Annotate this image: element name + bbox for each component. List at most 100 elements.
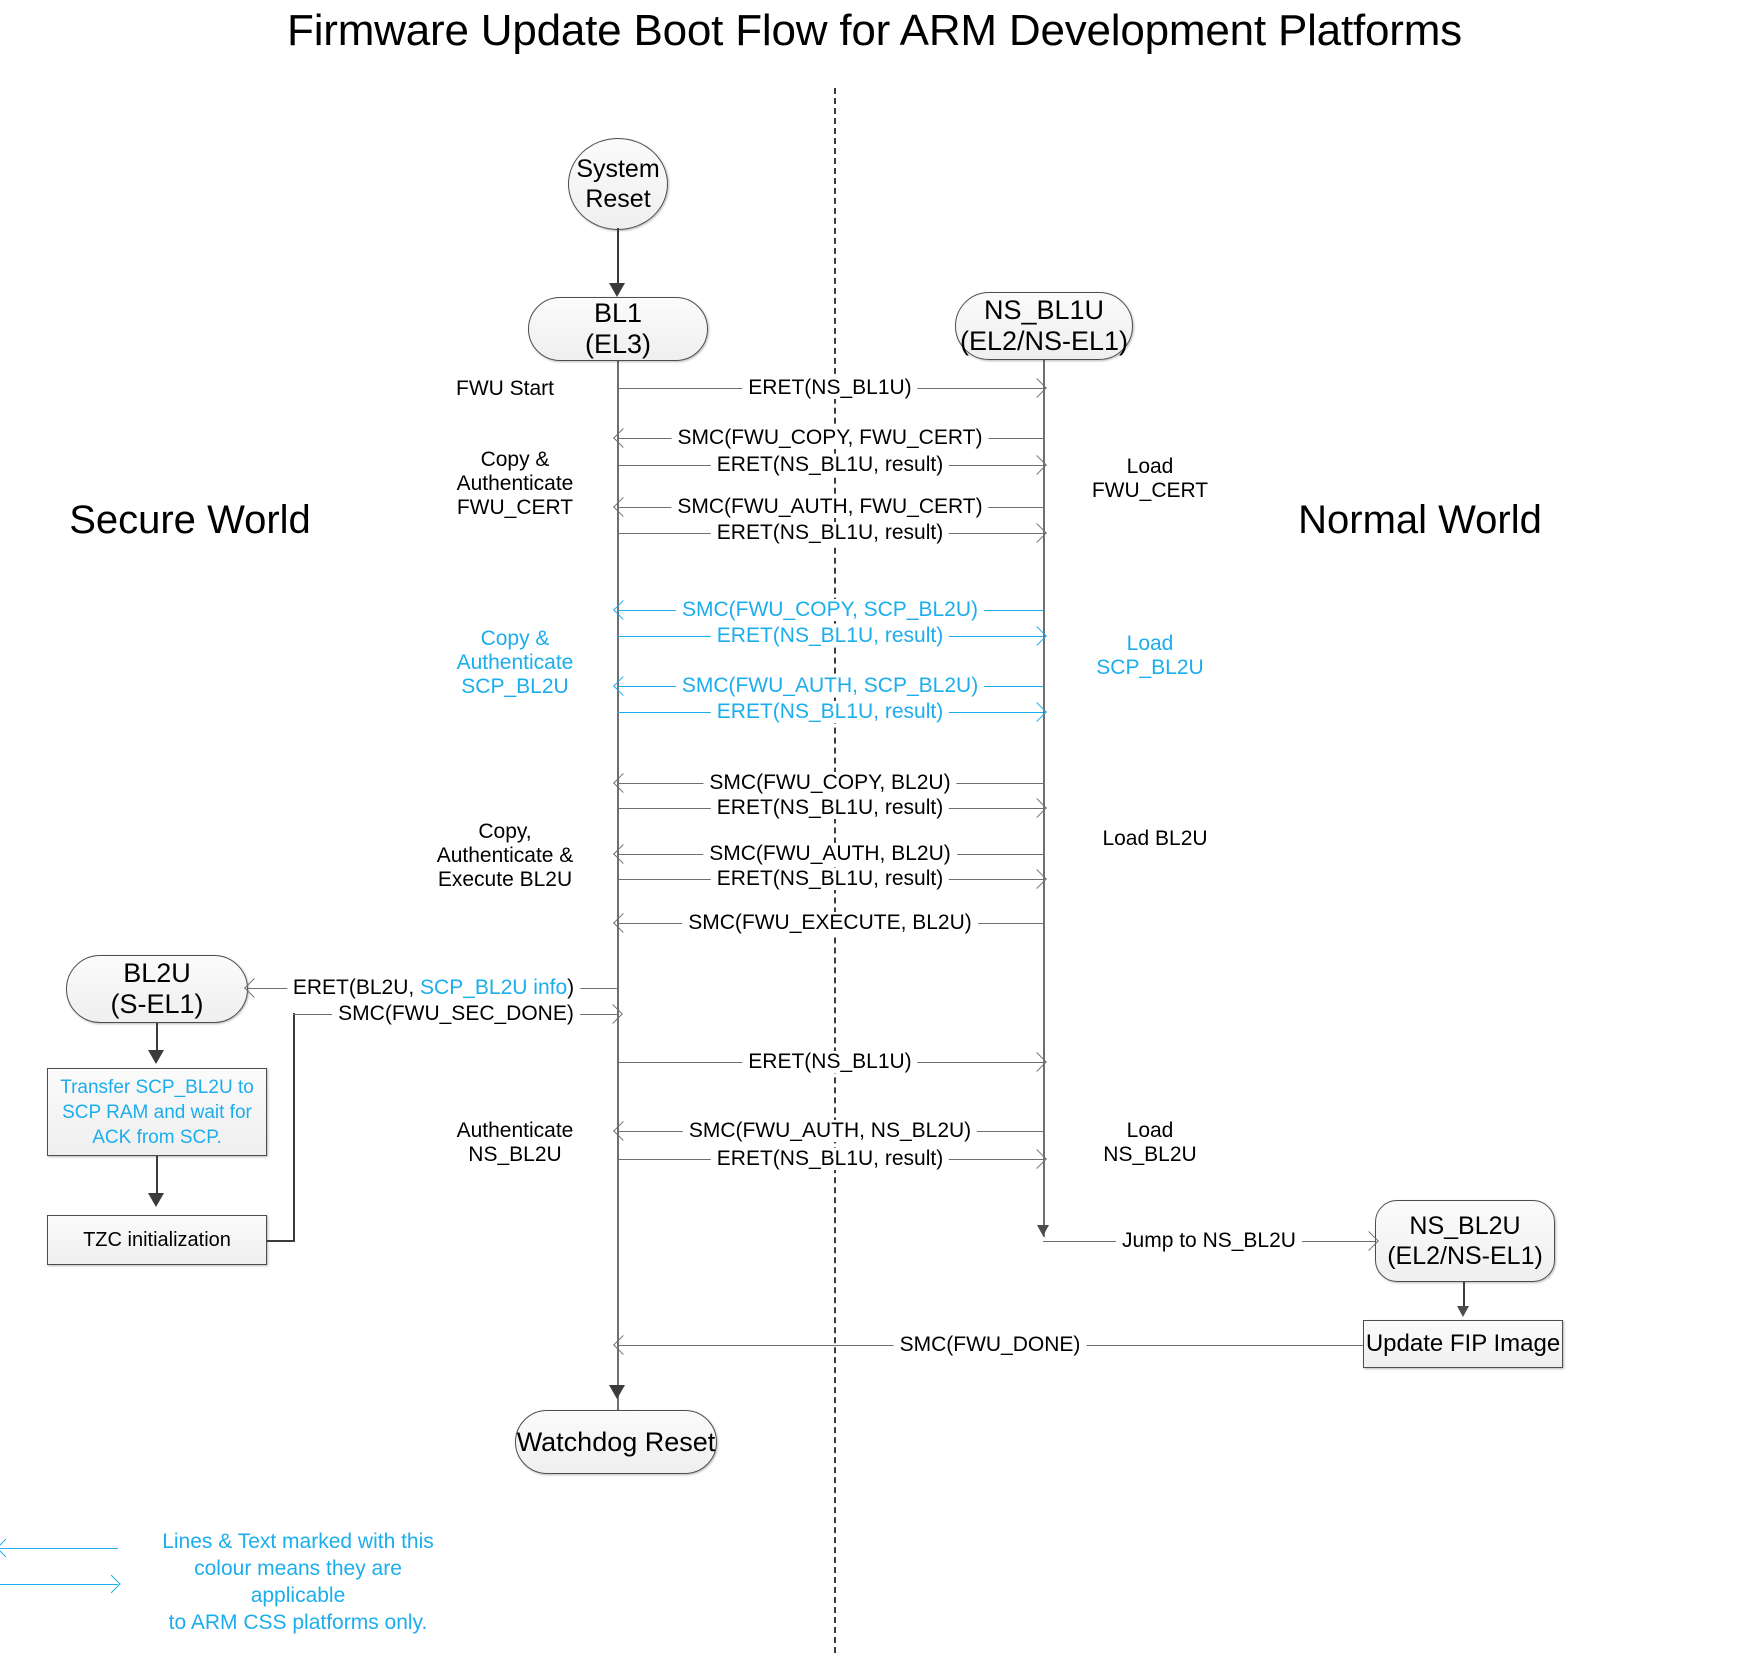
node-ns-bl2u[interactable]: NS_BL2U (EL2/NS-EL1) xyxy=(1375,1200,1555,1282)
arrowhead-m6 xyxy=(613,600,633,620)
note-copy-auth-cert-line1: Copy & xyxy=(480,448,550,471)
node-system-reset[interactable]: System Reset xyxy=(568,138,668,230)
arrowhead-smc-sec-done xyxy=(603,1004,623,1024)
message-m6-label: SMC(FWU_COPY, SCP_BL2U) xyxy=(675,599,985,621)
secure-world-label: Secure World xyxy=(60,495,320,545)
message-m17-label: ERET(NS_BL1U, result) xyxy=(710,1148,950,1170)
arrowhead-nsbl2u-to-fip xyxy=(1457,1306,1469,1317)
lifeline-bl1 xyxy=(617,361,619,1413)
message-m7[interactable]: ERET(NS_BL1U, result) xyxy=(617,625,1047,647)
connector-tzc-elbow-v xyxy=(293,1013,295,1242)
note-auth-nsbl2u-line2: NS_BL2U xyxy=(468,1143,562,1166)
box-tzc-initialization[interactable]: TZC initialization xyxy=(47,1215,267,1265)
arrowhead-eret-bl2u xyxy=(244,978,264,998)
arrowhead-m8 xyxy=(613,676,633,696)
message-smc-sec-done[interactable]: SMC(FWU_SEC_DONE) xyxy=(293,1003,623,1025)
note-load-nsbl2u-line2: NS_BL2U xyxy=(1103,1143,1197,1166)
message-m18-label: SMC(FWU_DONE) xyxy=(893,1334,1087,1356)
node-ns-bl1u[interactable]: NS_BL1U (EL2/NS-EL1) xyxy=(955,292,1133,360)
secure-world-line1: Secure xyxy=(69,498,196,542)
message-smc-sec-done-label: SMC(FWU_SEC_DONE) xyxy=(332,1003,580,1025)
message-m1[interactable]: ERET(NS_BL1U) xyxy=(617,377,1047,399)
message-m12[interactable]: SMC(FWU_AUTH, BL2U) xyxy=(613,843,1043,865)
node-ns-bl1u-line1: NS_BL1U xyxy=(983,295,1105,325)
note-auth-nsbl2u-line1: Authenticate xyxy=(456,1119,574,1142)
message-m9[interactable]: ERET(NS_BL1U, result) xyxy=(617,701,1047,723)
arrowhead-nsbl1u-jump xyxy=(1037,1225,1049,1236)
message-m18[interactable]: SMC(FWU_DONE) xyxy=(613,1334,1363,1356)
legend-text-line3: to ARM CSS platforms only. xyxy=(168,1611,428,1634)
note-load-scp-bl2u: Load SCP_BL2U xyxy=(1060,632,1240,680)
legend-line-left xyxy=(0,1548,118,1549)
message-jump-to-nsbl2u[interactable]: Jump to NS_BL2U xyxy=(1043,1230,1379,1252)
note-fwu-start-line1: FWU Start xyxy=(456,377,554,400)
message-m8[interactable]: SMC(FWU_AUTH, SCP_BL2U) xyxy=(613,675,1043,697)
arrowhead-m2 xyxy=(613,428,633,448)
secure-world-line2: World xyxy=(207,498,311,542)
eret-bl2u-css-part: SCP_BL2U info xyxy=(420,976,568,999)
message-m5[interactable]: ERET(NS_BL1U, result) xyxy=(617,522,1047,544)
note-copy-auth-scp-line3: SCP_BL2U xyxy=(461,675,569,698)
message-m16[interactable]: SMC(FWU_AUTH, NS_BL2U) xyxy=(613,1120,1043,1142)
box-update-fip-label: Update FIP Image xyxy=(1365,1330,1561,1357)
node-bl2u-line1: BL2U xyxy=(123,958,191,988)
node-watchdog-reset-label: Watchdog Reset xyxy=(516,1426,716,1457)
eret-bl2u-prefix: ERET(BL2U, xyxy=(292,976,421,999)
message-m17[interactable]: ERET(NS_BL1U, result) xyxy=(617,1148,1047,1170)
normal-world-line2: World xyxy=(1438,498,1542,542)
message-m10[interactable]: SMC(FWU_COPY, BL2U) xyxy=(613,772,1043,794)
message-m3[interactable]: ERET(NS_BL1U, result) xyxy=(617,454,1047,476)
note-load-fwu-cert: Load FWU_CERT xyxy=(1060,455,1240,503)
message-m11[interactable]: ERET(NS_BL1U, result) xyxy=(617,797,1047,819)
note-copy-auth-cert-line2: Authenticate xyxy=(456,472,574,495)
message-m2-label: SMC(FWU_COPY, FWU_CERT) xyxy=(671,427,989,449)
connector-reset-to-bl1 xyxy=(617,228,619,286)
legend-line-right xyxy=(0,1584,118,1585)
note-authenticate-nsbl2u: Authenticate NS_BL2U xyxy=(420,1119,610,1167)
node-bl1[interactable]: BL1 (EL3) xyxy=(528,297,708,361)
note-copy-auth-exec-line3: Execute BL2U xyxy=(437,868,573,891)
message-m16-label: SMC(FWU_AUTH, NS_BL2U) xyxy=(682,1120,978,1142)
message-m4-label: SMC(FWU_AUTH, FWU_CERT) xyxy=(671,496,989,518)
note-copy-auth-scp-bl2u: Copy & Authenticate SCP_BL2U xyxy=(420,627,610,699)
note-copy-auth-exec-bl2u: Copy, Authenticate & Execute BL2U xyxy=(400,820,610,892)
message-m6[interactable]: SMC(FWU_COPY, SCP_BL2U) xyxy=(613,599,1043,621)
box-transfer-line3: ACK from SCP. xyxy=(92,1126,222,1148)
note-copy-auth-exec-line1: Copy, xyxy=(478,820,532,843)
node-ns-bl2u-line1: NS_BL2U xyxy=(1409,1212,1521,1240)
normal-world-line1: Normal xyxy=(1298,498,1428,542)
arrowhead-bl2u-to-transfer xyxy=(148,1050,164,1064)
arrowhead-m16 xyxy=(613,1121,633,1141)
node-bl1-line1: BL1 xyxy=(593,298,643,328)
message-m13-label: ERET(NS_BL1U, result) xyxy=(710,868,950,890)
message-m9-label: ERET(NS_BL1U, result) xyxy=(710,701,950,723)
note-copy-auth-fwu-cert: Copy & Authenticate FWU_CERT xyxy=(420,448,610,520)
message-m12-label: SMC(FWU_AUTH, BL2U) xyxy=(703,843,957,865)
note-load-cert-line2: FWU_CERT xyxy=(1091,479,1209,502)
node-ns-bl2u-line2: (EL2/NS-EL1) xyxy=(1387,1242,1543,1270)
legend-text-line1: Lines & Text marked with this xyxy=(162,1530,434,1553)
message-m2[interactable]: SMC(FWU_COPY, FWU_CERT) xyxy=(613,427,1043,449)
node-bl2u[interactable]: BL2U (S-EL1) xyxy=(66,955,248,1023)
arrowhead-m18 xyxy=(613,1335,633,1355)
message-m15-label: ERET(NS_BL1U) xyxy=(742,1051,918,1073)
message-eret-bl2u-label: ERET(BL2U, SCP_BL2U info) xyxy=(286,976,581,999)
note-copy-auth-exec-line2: Authenticate & xyxy=(436,844,574,867)
connector-transfer-to-tzc xyxy=(156,1156,158,1196)
message-m14[interactable]: SMC(FWU_EXECUTE, BL2U) xyxy=(613,912,1043,934)
node-watchdog-reset[interactable]: Watchdog Reset xyxy=(515,1410,717,1474)
message-m15[interactable]: ERET(NS_BL1U) xyxy=(617,1051,1047,1073)
arrowhead-bl1-to-watchdog xyxy=(609,1385,625,1399)
message-eret-bl2u[interactable]: ERET(BL2U, SCP_BL2U info) xyxy=(244,976,619,999)
message-m10-label: SMC(FWU_COPY, BL2U) xyxy=(703,772,957,794)
note-copy-auth-scp-line2: Authenticate xyxy=(456,651,574,674)
message-m13[interactable]: ERET(NS_BL1U, result) xyxy=(617,868,1047,890)
message-jump-label: Jump to NS_BL2U xyxy=(1116,1230,1302,1252)
connector-tzc-elbow-h xyxy=(267,1240,295,1242)
box-transfer-scp-bl2u[interactable]: Transfer SCP_BL2U to SCP RAM and wait fo… xyxy=(47,1068,267,1156)
message-m8-label: SMC(FWU_AUTH, SCP_BL2U) xyxy=(675,675,985,697)
box-update-fip-image[interactable]: Update FIP Image xyxy=(1363,1320,1563,1368)
legend-text-line2: colour means they are applicable xyxy=(194,1557,402,1607)
message-m4[interactable]: SMC(FWU_AUTH, FWU_CERT) xyxy=(613,496,1043,518)
